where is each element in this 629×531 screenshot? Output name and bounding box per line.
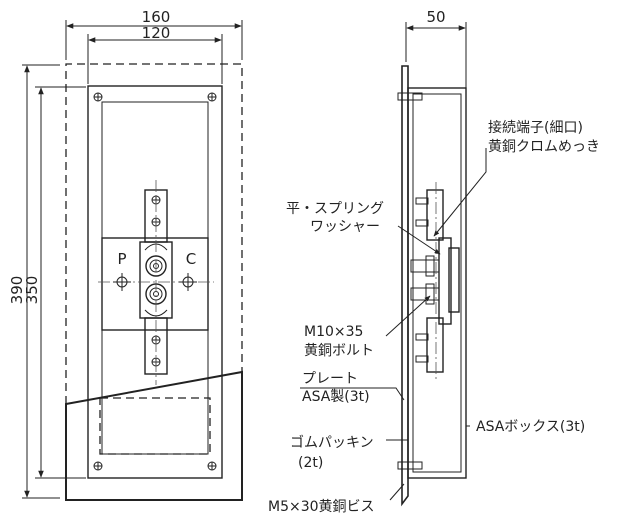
dimension-height-390: 390 xyxy=(8,64,60,499)
terminal-plate xyxy=(101,237,209,331)
callout-plate-2: ASA製(3t) xyxy=(302,389,370,405)
side-view: 50 xyxy=(268,8,600,515)
dim-50-text: 50 xyxy=(426,8,445,26)
side-box xyxy=(407,87,467,479)
dimension-depth-50: 50 xyxy=(405,8,467,88)
wall-section xyxy=(65,370,243,501)
dimension-width-160: 160 xyxy=(65,8,243,60)
dim-160-text: 160 xyxy=(142,8,171,26)
callout-washer-1: 平・スプリング xyxy=(286,201,384,217)
corner-screws xyxy=(93,92,217,471)
leader-lines xyxy=(300,148,487,501)
callout-screw: M5×30黄銅ビス xyxy=(268,498,375,515)
plate-dashed-outline xyxy=(65,63,243,404)
label-c: C xyxy=(186,250,196,268)
callout-bolt-2: 黄銅ボルト xyxy=(304,342,374,359)
callout-washer-2: ワッシャー xyxy=(310,219,380,235)
callout-plate-1: プレート xyxy=(302,371,358,387)
dimension-width-120: 120 xyxy=(87,24,223,84)
label-p: P xyxy=(117,250,126,268)
side-screws xyxy=(397,92,423,470)
dimension-height-350: 350 xyxy=(23,86,86,479)
callout-terminal-2: 黄銅クロムめっき xyxy=(488,138,600,155)
side-plate xyxy=(401,65,409,507)
p-terminal-mark: P xyxy=(113,250,131,291)
box-outline xyxy=(87,85,223,479)
dim-350-text: 350 xyxy=(23,276,41,305)
side-terminal xyxy=(410,182,460,380)
callout-bolt-1: M10×35 xyxy=(304,324,363,340)
callout-box: ASAボックス(3t) xyxy=(476,419,585,435)
c-terminal-mark: C xyxy=(179,250,197,291)
callout-terminal-1: 接続端子(細口) xyxy=(488,119,583,136)
callout-gasket-2: (2t) xyxy=(298,455,323,471)
front-view: 160 120 390 350 xyxy=(8,8,243,501)
dim-390-text: 390 xyxy=(8,276,26,305)
dim-120-text: 120 xyxy=(142,24,171,42)
callout-gasket-1: ゴムパッキン xyxy=(290,434,374,451)
